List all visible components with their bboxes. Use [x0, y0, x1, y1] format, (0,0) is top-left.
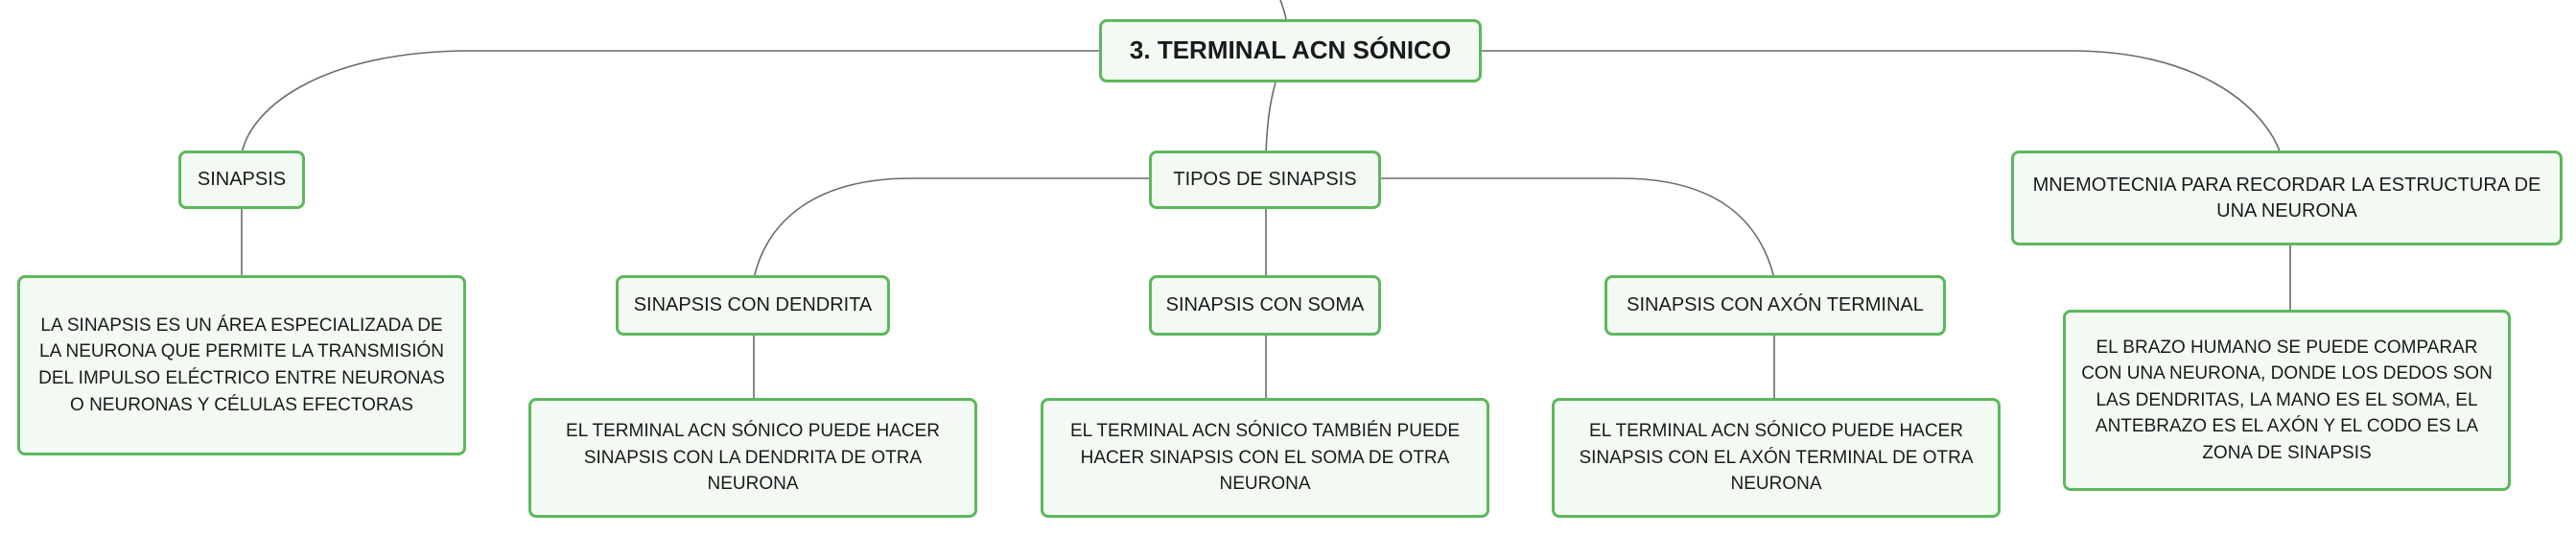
node-sinapsis-description[interactable]: LA SINAPSIS ES UN ÁREA ESPECIALIZADA DE … [17, 275, 466, 455]
node-sinapsis-con-soma[interactable]: SINAPSIS CON SOMA [1149, 275, 1381, 336]
node-tipos-de-sinapsis-label: TIPOS DE SINAPSIS [1173, 169, 1357, 190]
node-axon-description[interactable]: EL TERMINAL ACN SÓNICO PUEDE HACER SINAP… [1552, 398, 2001, 518]
node-axon-description-text: EL TERMINAL ACN SÓNICO PUEDE HACER SINAP… [1579, 421, 1974, 495]
node-soma-description-text: EL TERMINAL ACN SÓNICO TAMBIÉN PUEDE HAC… [1069, 421, 1461, 495]
node-sinapsis-description-text: LA SINAPSIS ES UN ÁREA ESPECIALIZADA DE … [38, 315, 445, 415]
root-label: 3. TERMINAL ACN SÓNICO [1129, 35, 1452, 65]
root-node[interactable]: 3. TERMINAL ACN SÓNICO [1099, 19, 1482, 82]
node-mnemotecnia-description[interactable]: EL BRAZO HUMANO SE PUEDE COMPARAR CON UN… [2063, 310, 2511, 491]
node-dendrita-description[interactable]: EL TERMINAL ACN SÓNICO PUEDE HACER SINAP… [528, 398, 977, 518]
node-mnemotecnia-label: MNEMOTECNIA PARA RECORDAR LA ESTRUCTURA … [2032, 174, 2541, 221]
node-sinapsis-con-dendrita[interactable]: SINAPSIS CON DENDRITA [616, 275, 890, 336]
node-sinapsis-con-soma-label: SINAPSIS CON SOMA [1165, 294, 1365, 315]
connector-tipos-dendrita [753, 177, 1151, 279]
node-sinapsis-con-axon-terminal-label: SINAPSIS CON AXÓN TERMINAL [1627, 294, 1924, 315]
connector-root-tipos [1265, 82, 1276, 154]
connector-tipos-axon [1381, 177, 1775, 279]
connector-incoming-root [1279, 0, 1287, 20]
connector-root-mnemo [1482, 50, 2282, 154]
connector-root-sinapsis [241, 50, 1099, 154]
node-tipos-de-sinapsis[interactable]: TIPOS DE SINAPSIS [1149, 151, 1381, 209]
node-soma-description[interactable]: EL TERMINAL ACN SÓNICO TAMBIÉN PUEDE HAC… [1041, 398, 1489, 518]
node-dendrita-description-text: EL TERMINAL ACN SÓNICO PUEDE HACER SINAP… [566, 421, 940, 495]
node-mnemotecnia-description-text: EL BRAZO HUMANO SE PUEDE COMPARAR CON UN… [2081, 337, 2493, 463]
node-sinapsis[interactable]: SINAPSIS [178, 151, 305, 209]
node-sinapsis-con-dendrita-label: SINAPSIS CON DENDRITA [633, 294, 873, 315]
node-sinapsis-con-axon-terminal[interactable]: SINAPSIS CON AXÓN TERMINAL [1604, 275, 1946, 336]
node-mnemotecnia[interactable]: MNEMOTECNIA PARA RECORDAR LA ESTRUCTURA … [2011, 151, 2563, 245]
node-sinapsis-label: SINAPSIS [197, 169, 287, 190]
